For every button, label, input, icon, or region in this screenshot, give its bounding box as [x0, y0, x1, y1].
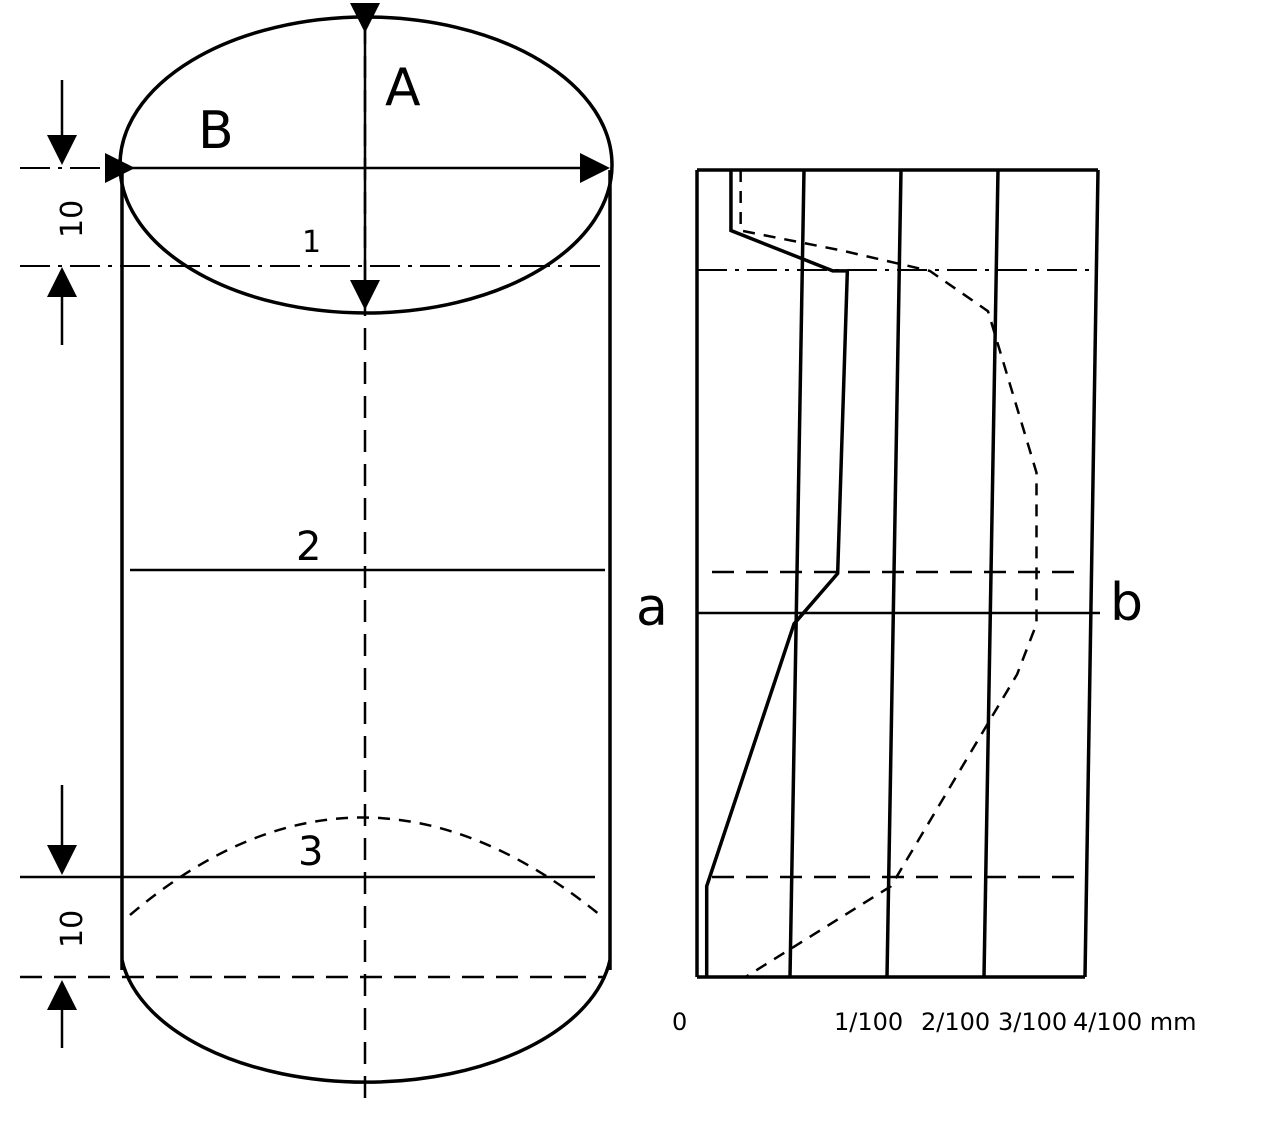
- bottom-ellipse-back: [129, 816, 601, 916]
- gridline-1: [788, 169, 806, 978]
- label-top-gap: 10: [55, 200, 90, 238]
- series-dashed-line: [739, 170, 1038, 979]
- chart-gridlines: [788, 169, 1000, 978]
- label-section-1: 1: [302, 225, 321, 260]
- chart-right-border: [1083, 169, 1100, 978]
- cylinder-figure: A B 1 2 3 10 10: [20, 3, 614, 1105]
- x-tick-label: 4/100 mm: [1073, 1008, 1197, 1036]
- label-b-dimension: B: [198, 101, 234, 161]
- x-tick-label: 1/100: [834, 1008, 903, 1036]
- gridline-3: [982, 169, 1000, 978]
- label-line-a: a: [636, 578, 668, 638]
- label-bottom-gap: 10: [55, 910, 90, 948]
- x-tick-label: 0: [672, 1008, 687, 1036]
- label-section-2: 2: [296, 524, 321, 570]
- x-tick-label: 2/100: [921, 1008, 990, 1036]
- chart-series: [704, 170, 1038, 979]
- label-line-b: b: [1110, 573, 1143, 633]
- x-tick-label: 3/100: [998, 1008, 1067, 1036]
- label-a-dimension: A: [385, 58, 421, 118]
- series-solid-line: [704, 170, 850, 977]
- gridline-2: [885, 169, 903, 978]
- label-section-3: 3: [298, 829, 323, 875]
